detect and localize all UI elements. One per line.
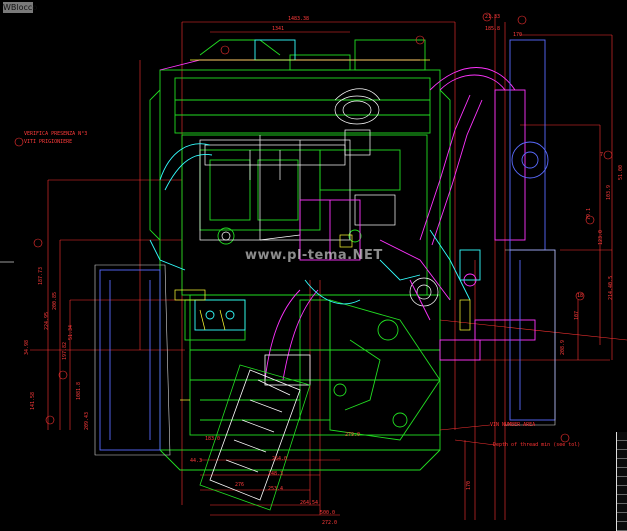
dim-right-9: 170	[466, 480, 472, 490]
dim-left-5: 1081.8	[76, 381, 82, 400]
dim-left-4: 51.34	[68, 324, 74, 340]
dim-left-8: 34.98	[24, 339, 30, 355]
dim-left-3: 197.82	[62, 341, 68, 360]
dim-left-7: 141.58	[30, 391, 36, 410]
dim-bottom-8: 183.0	[205, 436, 221, 442]
dim-left-0: 187.73	[38, 266, 44, 285]
dim-right-8: 18	[577, 293, 584, 299]
vin-callout: VIN NUMBER AREA	[490, 422, 536, 428]
exhaust-downpipe	[209, 354, 311, 501]
dim-bottom-3: 276	[235, 482, 245, 488]
dim-left-2: 200.85	[52, 291, 58, 310]
dimension-lines	[30, 15, 627, 520]
dim-right-7: 7	[600, 152, 604, 158]
dim-top-1: 1341	[272, 26, 285, 32]
dim-right-3: 107	[574, 310, 580, 320]
dim-top-4: 170	[513, 32, 523, 38]
covers-blue	[99, 39, 556, 451]
dim-top-2: 21.33	[485, 14, 501, 20]
title-block-strip	[616, 432, 627, 531]
dim-top-0: 1483.38	[288, 16, 310, 22]
dim-right-6: 79.1	[586, 207, 592, 220]
reference-balloons	[14, 12, 613, 443]
verification-note: VERIFICA PRESENZA N°3 VITI PRIGIONIERE	[10, 129, 134, 149]
dim-bottom-1: 248.3	[268, 471, 284, 477]
dim-right-0: 103.9	[606, 184, 612, 200]
dim-top-3: 185.8	[485, 26, 501, 32]
dim-bottom-2: 253.4	[268, 486, 284, 492]
hoses-cyan	[149, 39, 481, 331]
note-line-1: VERIFICA PRESENZA N°3	[24, 131, 88, 137]
note-line-2: VITI PRIGIONIERE	[24, 139, 73, 145]
dim-bottom-0: 264.0	[272, 456, 288, 462]
dim-bottom-5: 500.0	[320, 510, 336, 516]
flywheel-outline	[94, 249, 556, 456]
dim-right-2: 214.40.5	[608, 275, 614, 300]
detail-lines-white	[199, 88, 439, 307]
dim-bottom-9: 44.3	[190, 458, 203, 464]
dim-bottom-7: 279.0	[345, 432, 361, 438]
thread-callout: Depth of thread min (see tol)	[493, 442, 581, 448]
details-yellow	[174, 59, 471, 401]
watermark: www.pl-tema.NET	[245, 248, 383, 263]
dim-right-1: 123.0	[598, 229, 604, 245]
dim-bottom-4: 264.54	[300, 500, 319, 506]
engine-block-outline	[149, 39, 451, 471]
viewport-tab[interactable]: WBlocco	[3, 2, 38, 13]
dim-bottom-6: 272.0	[322, 520, 338, 526]
dim-left-1: 224.95	[44, 311, 50, 330]
dim-left-6: 209.43	[84, 411, 90, 430]
dim-right-5: 51.00	[618, 164, 624, 180]
dim-right-4: 208.9	[560, 339, 566, 355]
